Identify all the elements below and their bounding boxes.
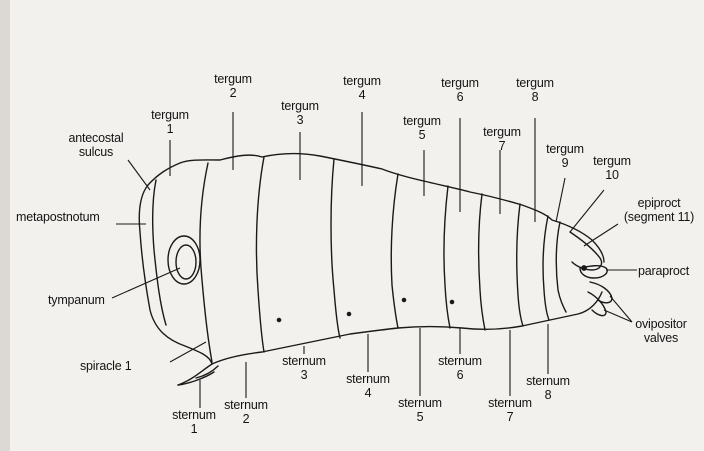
- label-spiracle-1-text: spiracle 1: [80, 359, 132, 373]
- label-tergum-1-text: tergum: [146, 108, 194, 122]
- label-sternum-5: sternum 5: [392, 396, 448, 424]
- label-tergum-8-number: 8: [511, 90, 559, 104]
- label-tergum-9: tergum 9: [541, 142, 589, 170]
- label-ovipositor-line2: valves: [626, 331, 696, 345]
- label-antecostal-line1: antecostal: [60, 131, 132, 145]
- label-metapostnotum-text: metapostnotum: [16, 210, 100, 224]
- label-sternum-1: sternum 1: [166, 408, 222, 436]
- label-tergum-4-number: 4: [338, 88, 386, 102]
- label-sternum-1-text: sternum: [166, 408, 222, 422]
- label-tergum-6: tergum 6: [436, 76, 484, 104]
- label-tergum-9-text: tergum: [541, 142, 589, 156]
- label-sternum-4-text: sternum: [340, 372, 396, 386]
- label-paraproct: paraproct: [638, 264, 689, 278]
- label-sternum-6: sternum 6: [432, 354, 488, 382]
- label-tergum-3-text: tergum: [276, 99, 324, 113]
- label-sternum-1-number: 1: [166, 422, 222, 436]
- label-tergum-4-text: tergum: [338, 74, 386, 88]
- label-tympanum: tympanum: [48, 293, 105, 307]
- label-tympanum-text: tympanum: [48, 293, 105, 307]
- spiracle-dot: [277, 318, 280, 321]
- label-metapostnotum: metapostnotum: [16, 210, 100, 224]
- label-tergum-3-number: 3: [276, 113, 324, 127]
- label-tergum-5: tergum 5: [398, 114, 446, 142]
- label-sternum-4: sternum 4: [340, 372, 396, 400]
- label-tergum-2-number: 2: [209, 86, 257, 100]
- label-sternum-8-number: 8: [520, 388, 576, 402]
- label-sternum-8: sternum 8: [520, 374, 576, 402]
- label-tergum-10: tergum 10: [588, 154, 636, 182]
- label-tergum-5-text: tergum: [398, 114, 446, 128]
- label-sternum-8-text: sternum: [520, 374, 576, 388]
- label-tergum-10-number: 10: [588, 168, 636, 182]
- label-tergum-3: tergum 3: [276, 99, 324, 127]
- label-sternum-3: sternum 3: [276, 354, 332, 382]
- label-sternum-7-number: 7: [482, 410, 538, 424]
- spiracle-dot: [402, 298, 405, 301]
- label-tergum-2: tergum 2: [209, 72, 257, 100]
- label-tergum-8-text: tergum: [511, 76, 559, 90]
- label-tergum-6-text: tergum: [436, 76, 484, 90]
- label-tergum-7: tergum 7: [478, 125, 526, 153]
- label-tergum-5-number: 5: [398, 128, 446, 142]
- label-tergum-6-number: 6: [436, 90, 484, 104]
- label-epiproct-line2: (segment 11): [618, 210, 700, 224]
- label-tergum-1: tergum 1: [146, 108, 194, 136]
- label-epiproct: epiproct (segment 11): [618, 196, 700, 224]
- label-tergum-9-number: 9: [541, 156, 589, 170]
- label-antecostal-sulcus: antecostal sulcus: [60, 131, 132, 159]
- label-sternum-5-number: 5: [392, 410, 448, 424]
- label-tergum-1-number: 1: [146, 122, 194, 136]
- label-sternum-3-number: 3: [276, 368, 332, 382]
- label-paraproct-text: paraproct: [638, 264, 689, 278]
- label-ovipositor-valves: ovipositor valves: [626, 317, 696, 345]
- spiracle-dot: [450, 300, 453, 303]
- label-tergum-7-number: 7: [478, 139, 526, 153]
- label-ovipositor-line1: ovipositor: [626, 317, 696, 331]
- label-tergum-2-text: tergum: [209, 72, 257, 86]
- label-sternum-6-number: 6: [432, 368, 488, 382]
- paper-left-edge: [0, 0, 10, 451]
- spiracle-dot: [582, 266, 586, 270]
- label-sternum-6-text: sternum: [432, 354, 488, 368]
- label-tergum-7-text: tergum: [478, 125, 526, 139]
- label-sternum-3-text: sternum: [276, 354, 332, 368]
- label-sternum-5-text: sternum: [392, 396, 448, 410]
- label-antecostal-line2: sulcus: [60, 145, 132, 159]
- label-spiracle-1: spiracle 1: [80, 359, 132, 373]
- spiracle-dot: [347, 312, 350, 315]
- label-sternum-2: sternum 2: [218, 398, 274, 426]
- label-sternum-2-text: sternum: [218, 398, 274, 412]
- label-sternum-4-number: 4: [340, 386, 396, 400]
- label-epiproct-line1: epiproct: [618, 196, 700, 210]
- label-tergum-4: tergum 4: [338, 74, 386, 102]
- label-tergum-8: tergum 8: [511, 76, 559, 104]
- label-tergum-10-text: tergum: [588, 154, 636, 168]
- label-sternum-2-number: 2: [218, 412, 274, 426]
